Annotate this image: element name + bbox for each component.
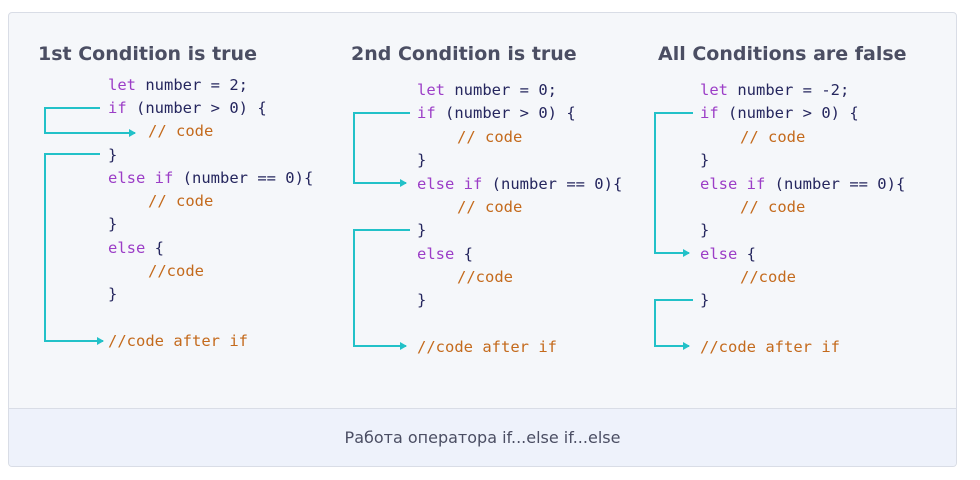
panel-1-after-if: //code after if (108, 332, 248, 350)
panel-3-arrow-to-else (654, 112, 693, 257)
panel-1-title: 1st Condition is true (38, 43, 257, 65)
panel-3-else-if-body: // code (740, 198, 806, 216)
panel-1-else-if-line: else if (number == 0){ (108, 169, 314, 187)
panel-1-if-close: } (108, 146, 118, 164)
panel-3-title: All Conditions are false (658, 43, 907, 65)
panel-2-else-body: //code (457, 268, 513, 286)
panel-2-declaration: let number = 0; (417, 81, 557, 99)
panel-1-declaration: let number = 2; (108, 76, 248, 94)
panel-3-else-close: } (700, 291, 710, 309)
panel-3-else-line: else { (700, 245, 756, 263)
panel-1-arrow-to-after-if (44, 153, 104, 345)
panel-1-else-line: else { (108, 239, 164, 257)
panel-2-if-line: if (number > 0) { (417, 104, 576, 122)
panel-2-else-if-body: // code (457, 198, 523, 216)
panel-1-else-close: } (108, 285, 118, 303)
caption: Работа оператора if...else if...else (344, 428, 621, 447)
panel-1-else-if-close: } (108, 215, 118, 233)
panel-3-else-if-line: else if (number == 0){ (700, 175, 906, 193)
panel-3-if-line: if (number > 0) { (700, 104, 859, 122)
panel-3-declaration: let number = -2; (700, 81, 850, 99)
panel-2-else-if-close: } (417, 221, 427, 239)
panel-2-else-line: else { (417, 245, 473, 263)
panel-3-if-close: } (700, 151, 710, 169)
panel-3-if-body: // code (740, 128, 806, 146)
panel-3-else-body: //code (740, 268, 796, 286)
panel-2-title: 2nd Condition is true (351, 43, 577, 65)
panel-1-arrow-into-if-body (44, 107, 136, 137)
panel-1-if-body: // code (148, 122, 214, 140)
panel-3-arrow-to-after-if (654, 299, 693, 350)
diagram-card: Работа оператора if...else if...else (8, 12, 957, 467)
panel-1-if-line: if (number > 0) { (108, 99, 267, 117)
panel-2-if-body: // code (457, 128, 523, 146)
panel-3-after-if: //code after if (700, 338, 840, 356)
panel-2-after-if: //code after if (417, 338, 557, 356)
panel-2-else-close: } (417, 291, 427, 309)
panel-2-arrow-to-after-if (353, 229, 410, 350)
panel-1-else-body: //code (148, 262, 204, 280)
panel-2-if-close: } (417, 151, 427, 169)
caption-bar: Работа оператора if...else if...else (9, 408, 956, 466)
panel-1-else-if-body: // code (148, 192, 214, 210)
panel-2-arrow-to-else-if (353, 112, 410, 187)
panel-2-else-if-line: else if (number == 0){ (417, 175, 623, 193)
panel-3-else-if-close: } (700, 221, 710, 239)
